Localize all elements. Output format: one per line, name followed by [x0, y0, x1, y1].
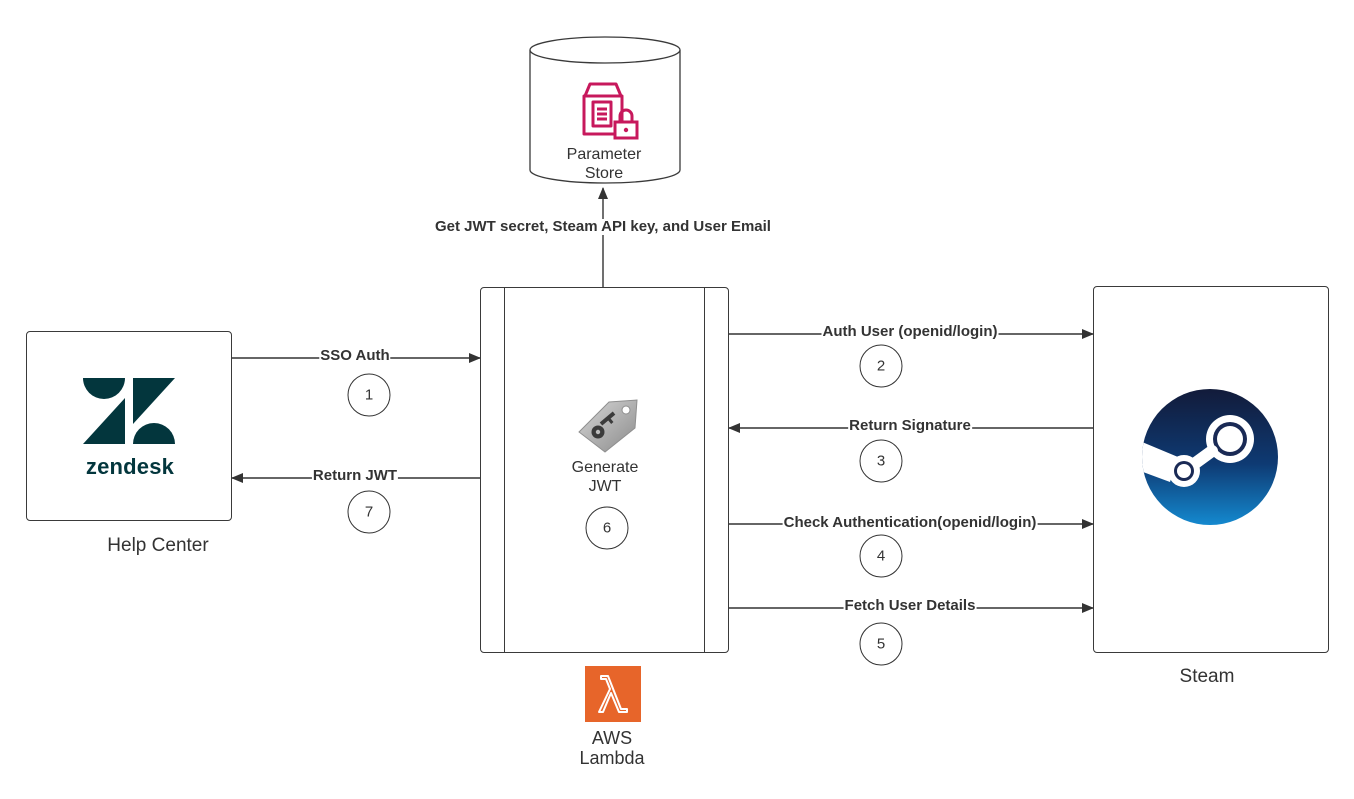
zendesk-node: zendesk: [26, 331, 232, 521]
zendesk-wordmark: zendesk: [85, 454, 175, 479]
generate-jwt-line1: Generate: [571, 459, 639, 476]
aws-lambda-caption-line1: AWS: [591, 728, 633, 748]
step-1-circle: 1: [347, 373, 391, 417]
label-return-jwt: Return JWT: [311, 467, 399, 484]
label-check-auth: Check Authentication(openid/login): [782, 514, 1038, 531]
lambda-process-node: Generate JWT: [480, 287, 729, 653]
parameter-store-label-line2: Store: [584, 165, 624, 182]
zendesk-logo: [83, 378, 175, 444]
label-return-signature: Return Signature: [848, 417, 972, 434]
step-3-circle: 3: [859, 439, 903, 483]
step-5-circle: 5: [859, 622, 903, 666]
parameter-store-label-line1: Parameter: [566, 146, 642, 163]
label-sso-auth: SSO Auth: [319, 347, 391, 364]
help-center-caption: Help Center: [107, 535, 209, 556]
lambda-icon: [585, 666, 641, 722]
generate-jwt-line2: JWT: [588, 478, 622, 495]
step-2-circle: 2: [859, 344, 903, 388]
steam-caption: Steam: [1179, 666, 1235, 687]
label-fetch-details: Fetch User Details: [843, 597, 977, 614]
step-6-circle: 6: [585, 506, 629, 550]
steam-node: [1093, 286, 1329, 653]
label-get-secrets: Get JWT secret, Steam API key, and User …: [434, 218, 772, 235]
database-cylinder: [529, 36, 681, 184]
parameter-store-icon: [582, 82, 639, 140]
aws-lambda-caption-line2: Lambda: [579, 748, 645, 768]
step-7-circle: 7: [347, 490, 391, 534]
key-tag-icon: [578, 399, 638, 453]
process-left-bar: [504, 288, 505, 652]
process-right-bar: [704, 288, 705, 652]
label-auth-user: Auth User (openid/login): [821, 323, 999, 340]
steam-logo: [1142, 389, 1278, 525]
step-4-circle: 4: [859, 534, 903, 578]
